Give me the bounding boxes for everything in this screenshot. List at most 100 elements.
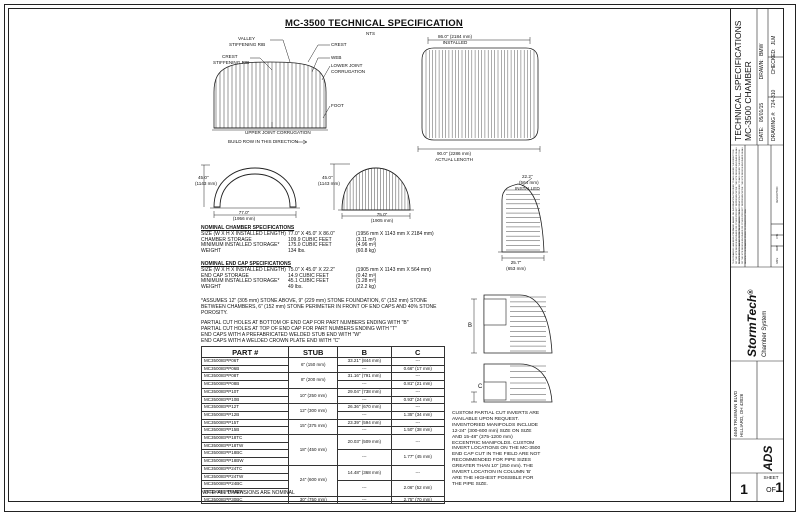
brand-name: StormTech xyxy=(745,294,759,357)
nts-note: NTS xyxy=(366,31,375,36)
part-number-cell: MC3500IEPP24BC xyxy=(200,480,290,489)
front-width-dim-mm: (1956 mm) xyxy=(232,216,256,221)
part-number-cell: MC3500IEPP24TC xyxy=(200,464,290,474)
brand-subtitle: Chamber System xyxy=(762,310,768,357)
custom-note-line: ARE THE HIGHEST POSSIBLE FOR xyxy=(452,475,534,481)
part-number-cell: MC3500IEPP10B xyxy=(200,395,290,405)
chamber-specs: NOMINAL CHAMBER SPECIFICATIONS SIZE (W X… xyxy=(201,225,434,255)
chamber-specs-heading: NOMINAL CHAMBER SPECIFICATIONS xyxy=(201,225,295,231)
endcap-width-dim-mm: (1905 mm) xyxy=(370,218,394,223)
drawn-value: BMW xyxy=(759,43,765,56)
stub-cell: 8" (200 mm) xyxy=(288,372,339,389)
valley-label-2: STIFFENING RIB xyxy=(229,42,266,47)
title-block: TECHNICAL SPECIFICATIONS MC-3500 CHAMBER… xyxy=(730,9,784,501)
endcap-height-dim: 45.0" xyxy=(322,175,333,180)
b-cell: --- xyxy=(337,364,392,374)
custom-note-line: RECOMMENDED FOR PIPE SIZES xyxy=(452,458,532,464)
b-cell: --- xyxy=(337,380,392,389)
valley-label: VALLEY xyxy=(238,36,256,41)
stub-cell: 10" (250 mm) xyxy=(288,387,339,405)
stormtech-logo: StormTech® xyxy=(745,290,759,357)
stub-cell: 24" (600 mm) xyxy=(288,464,339,497)
b-cell: 23.39" (594 mm) xyxy=(337,418,392,428)
foot-label: FOOT xyxy=(331,103,344,108)
footnote-line: *ASSUMES 12" (305 mm) STONE ABOVE, 9" (2… xyxy=(201,298,428,304)
c-cell: --- xyxy=(390,372,446,382)
partial-cut-notes: PARTIAL CUT HOLES AT BOTTOM OF END CAP F… xyxy=(201,320,408,345)
crest-stiffening-label-2: STIFFENING RIB xyxy=(213,60,250,65)
stub-cell: 18" (450 mm) xyxy=(288,434,339,466)
b-cell: 20.03" (509 mm) xyxy=(337,434,392,451)
part-number-cell: MC3500IEPP18TC xyxy=(200,434,290,443)
address-line-2: HILLIARD, OH 43026 xyxy=(739,393,744,437)
upper-joint-label: UPPER JOINT CORRUGATION xyxy=(245,130,311,135)
rev-date-header: DATE xyxy=(776,257,779,264)
installed-length-dim: 86.0" (2184 mm) xyxy=(437,34,473,39)
spec-value: 109.9 CUBIC FEET xyxy=(288,236,332,243)
sheet-total: 1 xyxy=(775,479,783,495)
endcap-side-view xyxy=(498,177,548,261)
part-number-cell: MC3500IEPP08B xyxy=(200,380,290,389)
part-number-cell: MC3500IEPP12T xyxy=(200,403,290,412)
stub-cell: 15" (375 mm) xyxy=(288,418,339,436)
drawing-sheet-border xyxy=(4,4,796,512)
stub-cell: 30" (750 mm) xyxy=(288,495,339,505)
b-cell: 14.48" (368 mm) xyxy=(337,464,392,482)
c-cell: 1.35" (34 mm) xyxy=(390,410,446,420)
part-number-cell: MC3500IEPP10T xyxy=(200,387,290,397)
rev-description-header: DESCRIPTION xyxy=(776,186,779,204)
b-cell: --- xyxy=(337,395,392,405)
partial-cut-line: END CAPS WITH A PREFABRICATED WELDED STU… xyxy=(201,331,361,338)
partial-cut-line: PARTIAL CUT HOLES AT TOP OF END CAP FOR … xyxy=(201,325,397,332)
spec-value: 14.9 CUBIC FEET xyxy=(288,272,329,279)
partial-cut-bottom-drawing xyxy=(471,363,553,403)
c-cell: --- xyxy=(390,403,446,412)
table-row: MC3500IEPP10B ---0.93" (24 mm) xyxy=(200,395,446,405)
actual-length-note: ACTUAL LENGTH xyxy=(435,157,473,162)
spec-label: SIZE (W X H X INSTALLED LENGTH) xyxy=(201,266,286,273)
spec-value: 134 lbs. xyxy=(288,248,306,255)
chamber-plan-view xyxy=(417,37,541,152)
footnote-line: BETWEEN CHAMBERS, 6" (152 mm) STONE PERI… xyxy=(201,303,437,310)
spec-value: 77.0" X 45.0" X 86.0" xyxy=(288,230,335,237)
part-number-cell: MC3500IEPP15B xyxy=(200,426,290,436)
c-cell: 2.75" (70 mm) xyxy=(390,495,446,505)
part-number-cell: MC3500IEPP06B xyxy=(200,364,290,374)
b-cell: 26.36" (670 mm) xyxy=(337,403,392,412)
c-cell: 1.50" (38 mm) xyxy=(390,426,446,436)
crest-stiffening-label: CREST xyxy=(222,54,238,59)
c-cell: 0.66" (17 mm) xyxy=(390,364,446,374)
spec-label: MINIMUM INSTALLED STORAGE* xyxy=(201,242,280,249)
endcap-spec-row: SIZE (W X H X INSTALLED LENGTH)75.0" X 4… xyxy=(201,266,431,274)
b-cell: --- xyxy=(337,449,392,466)
stub-cell: 12" (300 mm) xyxy=(288,403,339,420)
custom-note-line: THE PIPE SIZE. xyxy=(452,481,488,487)
spec-value-metric: (1956 mm X 1143 mm X 2184 mm) xyxy=(356,230,434,237)
endcap-side-width-dim: 25.7" xyxy=(510,260,522,265)
actual-length-dim: 90.0" (2286 mm) xyxy=(436,151,472,156)
spec-value: 49 lbs. xyxy=(288,284,303,291)
stub-cell: 6" (150 mm) xyxy=(288,356,339,374)
web-label: WEB xyxy=(331,55,342,60)
partial-cut-line: END CAPS WITH A WELDED CROWN PLATE END W… xyxy=(201,337,341,344)
custom-note-line: ECCENTRIC MANIFOLDS. CUSTOM xyxy=(452,440,535,446)
spec-value: 75.0" X 45.0" X 22.2" xyxy=(288,266,335,273)
c-cell: 0.93" (24 mm) xyxy=(390,395,446,405)
c-cell: --- xyxy=(390,357,446,366)
rev-drw-header: DRW xyxy=(776,245,779,252)
endcap-height-dim-mm: (1143 mm) xyxy=(318,181,340,186)
page-title: MC-3500 TECHNICAL SPECIFICATION xyxy=(285,18,463,29)
spec-label: END CAP STORAGE xyxy=(201,272,249,279)
c-cell: 2.06" (52 mm) xyxy=(390,480,446,497)
custom-note-line: 12-24" (300-600 mm) SIZE ON SIZE xyxy=(452,428,532,434)
dim-b-label: B xyxy=(468,323,473,329)
dim-c-label: C xyxy=(478,384,483,390)
custom-note-line: GREATER THAN 10" (250 mm). THE xyxy=(452,464,534,470)
date-value: 05/01/15 xyxy=(759,102,765,123)
c-cell: 0.81" (21 mm) xyxy=(390,380,446,389)
